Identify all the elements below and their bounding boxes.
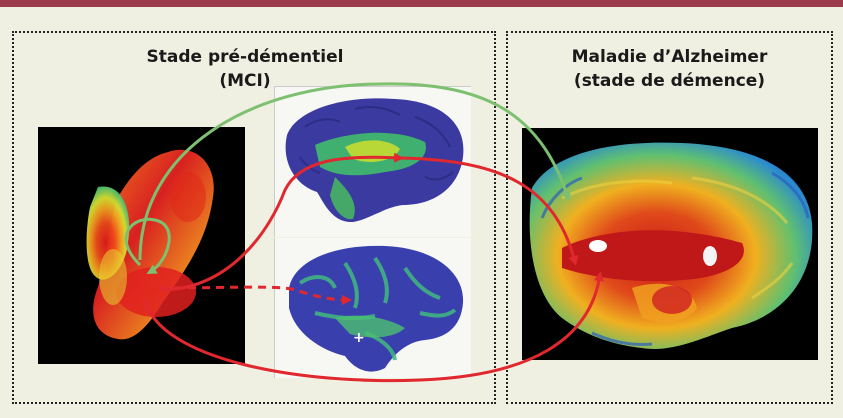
red-arrow-medial-to-alzheimer bbox=[400, 158, 575, 262]
red-dashed-arrow-to-lateral-cortex bbox=[160, 287, 348, 300]
red-arrow-to-medial-cortex bbox=[160, 157, 400, 290]
green-arrow-to-alzheimer bbox=[140, 84, 568, 260]
green-arrow-to-medial-cortex bbox=[126, 219, 169, 272]
red-arrow-bottom-to-alzheimer bbox=[145, 275, 600, 381]
